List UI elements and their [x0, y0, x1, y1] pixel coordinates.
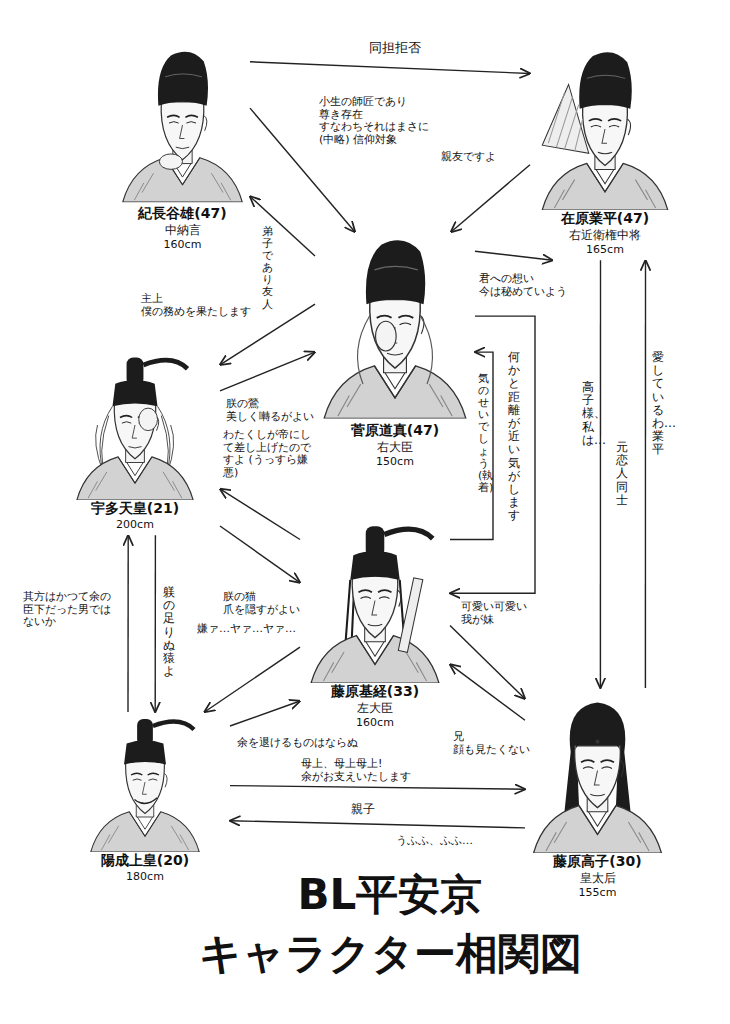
- portrait-fujiwara-no-mototsune: [300, 518, 450, 683]
- relation-label: 気のせいでしょう(執着): [478, 372, 489, 495]
- relation-label: 同担拒否: [368, 40, 422, 57]
- character-box: 陽成上皇(20)180cm: [60, 712, 230, 887]
- relation-arrow: [450, 316, 535, 593]
- portrait-fujiwara-no-takaiko: [525, 688, 670, 853]
- relation-label: 主上 僕の務めを果たします: [140, 292, 257, 319]
- relation-arrow: [250, 62, 530, 74]
- portrait-ariwara-no-narihira: [530, 48, 680, 210]
- character-name: 菅原道真(47): [315, 422, 475, 440]
- relation-label: うふふ、ふふ…: [395, 834, 474, 849]
- character-name: 藤原高子(30): [525, 853, 670, 871]
- relation-label: 小生の師匠であり 尊き存在 すなわちそれはまさに (中略) 信仰対象: [318, 95, 438, 148]
- relation-label: 何かと距離が近い気がします: [508, 350, 520, 523]
- height-value: 200cm: [50, 518, 220, 532]
- relation-arrow: [450, 626, 525, 699]
- relation-arrow: [154, 535, 156, 712]
- character-box: 在原業平(47)右近衛権中将165cm: [530, 48, 680, 260]
- portrait-ki-no-haseo: [115, 45, 250, 205]
- relation-arrow: [645, 260, 646, 688]
- character-box: 宇多天皇(21)200cm: [50, 350, 220, 535]
- portrait-retired-emperor-yozei: [60, 712, 230, 852]
- relation-label: 愛しているわ…業平: [652, 350, 664, 458]
- relation-arrow: [205, 647, 301, 712]
- relation-arrow: [220, 352, 315, 391]
- relation-arrow: [250, 196, 315, 256]
- rank-title: 左大臣: [300, 701, 450, 716]
- character-name: 陽成上皇(20): [60, 852, 230, 870]
- rank-title: 右近衛権中将: [530, 228, 680, 243]
- character-name: 藤原基経(33): [300, 683, 450, 701]
- relation-arrow: [220, 489, 300, 540]
- relation-arrow: [451, 165, 530, 232]
- relation-arrow: [230, 821, 525, 828]
- relation-arrow: [230, 786, 525, 790]
- relation-arrow: [600, 260, 601, 688]
- relation-note: 元恋人同士: [616, 440, 628, 508]
- height-value: 160cm: [115, 238, 250, 252]
- relation-label: わたくしが帝にして差し上げたのですよ (うっすら嫌悪): [222, 428, 316, 481]
- relation-label: 朕の鶯 美しく囀るがよい: [225, 397, 317, 424]
- height-value: 180cm: [60, 870, 230, 884]
- relation-label: 母上、母上母上! 余がお支えいたします: [300, 757, 427, 784]
- relation-note: 親子: [350, 802, 376, 818]
- height-value: 155cm: [525, 886, 670, 900]
- relation-label: 弟子であり友人: [262, 225, 273, 312]
- relation-label: 君への想い 今は秘めていよう: [478, 272, 572, 299]
- character-box: 菅原道真(47)右大臣150cm: [315, 232, 475, 472]
- relation-arrow: [450, 664, 525, 720]
- relation-label: 高子様、私は…: [582, 380, 594, 448]
- character-box: 藤原高子(30)皇太后155cm: [525, 688, 670, 903]
- relation-label: 其方はかつて余の臣下だった男ではないか: [22, 590, 120, 630]
- character-name: 在原業平(47): [530, 210, 680, 228]
- chart-title: BL平安京 キャラクター相関図: [180, 866, 600, 984]
- relation-label: 親友ですよ: [440, 150, 497, 165]
- relation-label: 躾の足りぬ猿よ: [163, 585, 175, 679]
- relation-label: 余を退けるものはならぬ: [236, 736, 363, 751]
- relation-label: 嫌ァ…ヤァ…ヤァ…: [196, 622, 302, 637]
- relation-arrow: [220, 526, 300, 583]
- rank-title: 右大臣: [315, 440, 475, 455]
- relation-arrow: [127, 535, 129, 712]
- height-value: 150cm: [315, 455, 475, 469]
- portrait-emperor-uda: [50, 350, 220, 500]
- relation-label: 可愛い可愛い我が妹: [460, 600, 532, 627]
- character-box: 紀長谷雄(47)中納言160cm: [115, 45, 250, 255]
- height-value: 165cm: [530, 243, 680, 257]
- relation-arrow: [230, 701, 300, 726]
- portrait-sugawara-no-michizane: [315, 232, 475, 422]
- relation-label: 朕の猫 爪を隠すがよい: [222, 590, 304, 617]
- relation-arrow: [450, 352, 493, 539]
- character-name: 宇多天皇(21): [50, 500, 220, 518]
- relation-arrow: [475, 251, 553, 260]
- rank-title: 皇太后: [525, 871, 670, 886]
- relation-label: 兄 顔も見たくない: [452, 730, 536, 757]
- character-box: 藤原基経(33)左大臣160cm: [300, 518, 450, 733]
- rank-title: 中納言: [115, 223, 250, 238]
- height-value: 160cm: [300, 716, 450, 730]
- character-name: 紀長谷雄(47): [115, 205, 250, 223]
